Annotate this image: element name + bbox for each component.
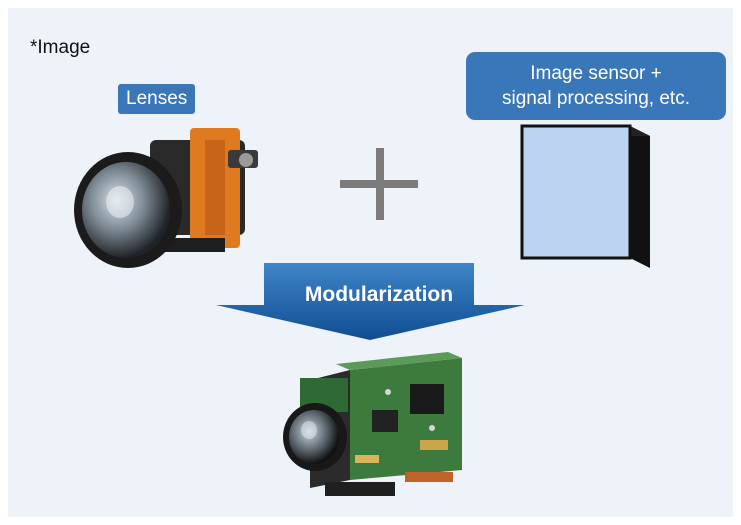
arrow-label: Modularization [305,283,453,306]
modularization-arrow [216,263,525,340]
lens-assembly-icon [74,128,258,268]
lenses-label: Lenses [118,84,196,114]
image-sensor-icon [520,124,650,268]
camera-module-icon [283,352,462,496]
plus-icon [340,148,418,220]
sensor-label-line2: signal processing, etc. [502,88,690,109]
image-note: *Image [30,37,91,58]
sensor-label-line1: Image sensor + [530,63,662,84]
sensor-label: Image sensor + signal processing, etc. [466,52,726,120]
